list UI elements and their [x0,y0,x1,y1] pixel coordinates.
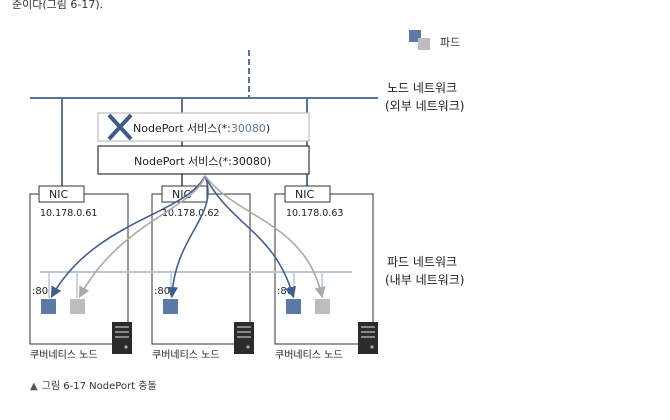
node3-server-icon [358,322,378,354]
arrow-to-node1-pod-b [78,175,206,298]
node3-nic-box [284,185,331,203]
active-service-label: NodePort 서비스(*:30080) [134,155,271,168]
node1-pod-inactive [70,299,85,314]
node-network-label: 노드 네트워크 [387,81,457,95]
pod-network-label: 파드 네트워크 [387,255,457,269]
node3-pod-inactive [315,299,330,314]
node1-nic-label: NIC [49,188,68,201]
node1-nic-box [38,185,85,203]
node3-name: 쿠버네티스 노드 [275,349,343,361]
node1-port-label: :80 [32,286,48,297]
failed-service-port: 30080 [231,122,266,135]
node3-port-label: :80 [277,286,293,297]
node2-server-icon [234,322,254,354]
nodeport-service-active: NodePort 서비스(*:30080) [97,145,310,175]
arrow-to-node3-pod-a [204,175,296,299]
failed-service-prefix: NodePort 서비스(*: [133,122,231,135]
node1-server-icon [112,322,132,354]
node1-pod-active [41,299,56,314]
node3-pod-active [286,299,301,314]
failed-service-suffix: ) [266,122,270,135]
figure-caption: ▲ 그림 6-17 NodePort 충돌 [30,380,157,392]
node1-name: 쿠버네티스 노드 [30,349,98,361]
node2-name: 쿠버네티스 노드 [152,349,220,361]
legend-pod-front-square [418,38,430,50]
legend-label: 파드 [440,36,460,49]
node3-nic-label: NIC [295,188,314,201]
node2-ip: 10.178.0.62 [162,208,219,219]
failed-service-label: NodePort 서비스(*:30080) [133,122,270,135]
pod-network-sublabel: (내부 네트워크) [385,273,464,287]
node3-ip: 10.178.0.63 [286,208,343,219]
node1-ip: 10.178.0.61 [40,208,97,219]
header-fragment-text: 준이다(그림 6-17). [12,0,103,11]
arrow-to-node2-pod-a [166,175,209,299]
node2-port-label: :80 [154,286,170,297]
node2-pod-active [163,299,178,314]
legend: 파드 [409,30,460,50]
node-network-sublabel: (외부 네트워크) [385,99,464,113]
caption-text: 그림 6-17 NodePort 충돌 [42,380,157,392]
arrow-to-node1-pod-a [50,175,206,298]
nodeport-service-failed: NodePort 서비스(*:30080) [97,112,310,142]
x-mark-icon [107,113,133,141]
arrow-to-node3-pod-b [204,175,326,299]
caption-marker-icon: ▲ [30,381,38,392]
